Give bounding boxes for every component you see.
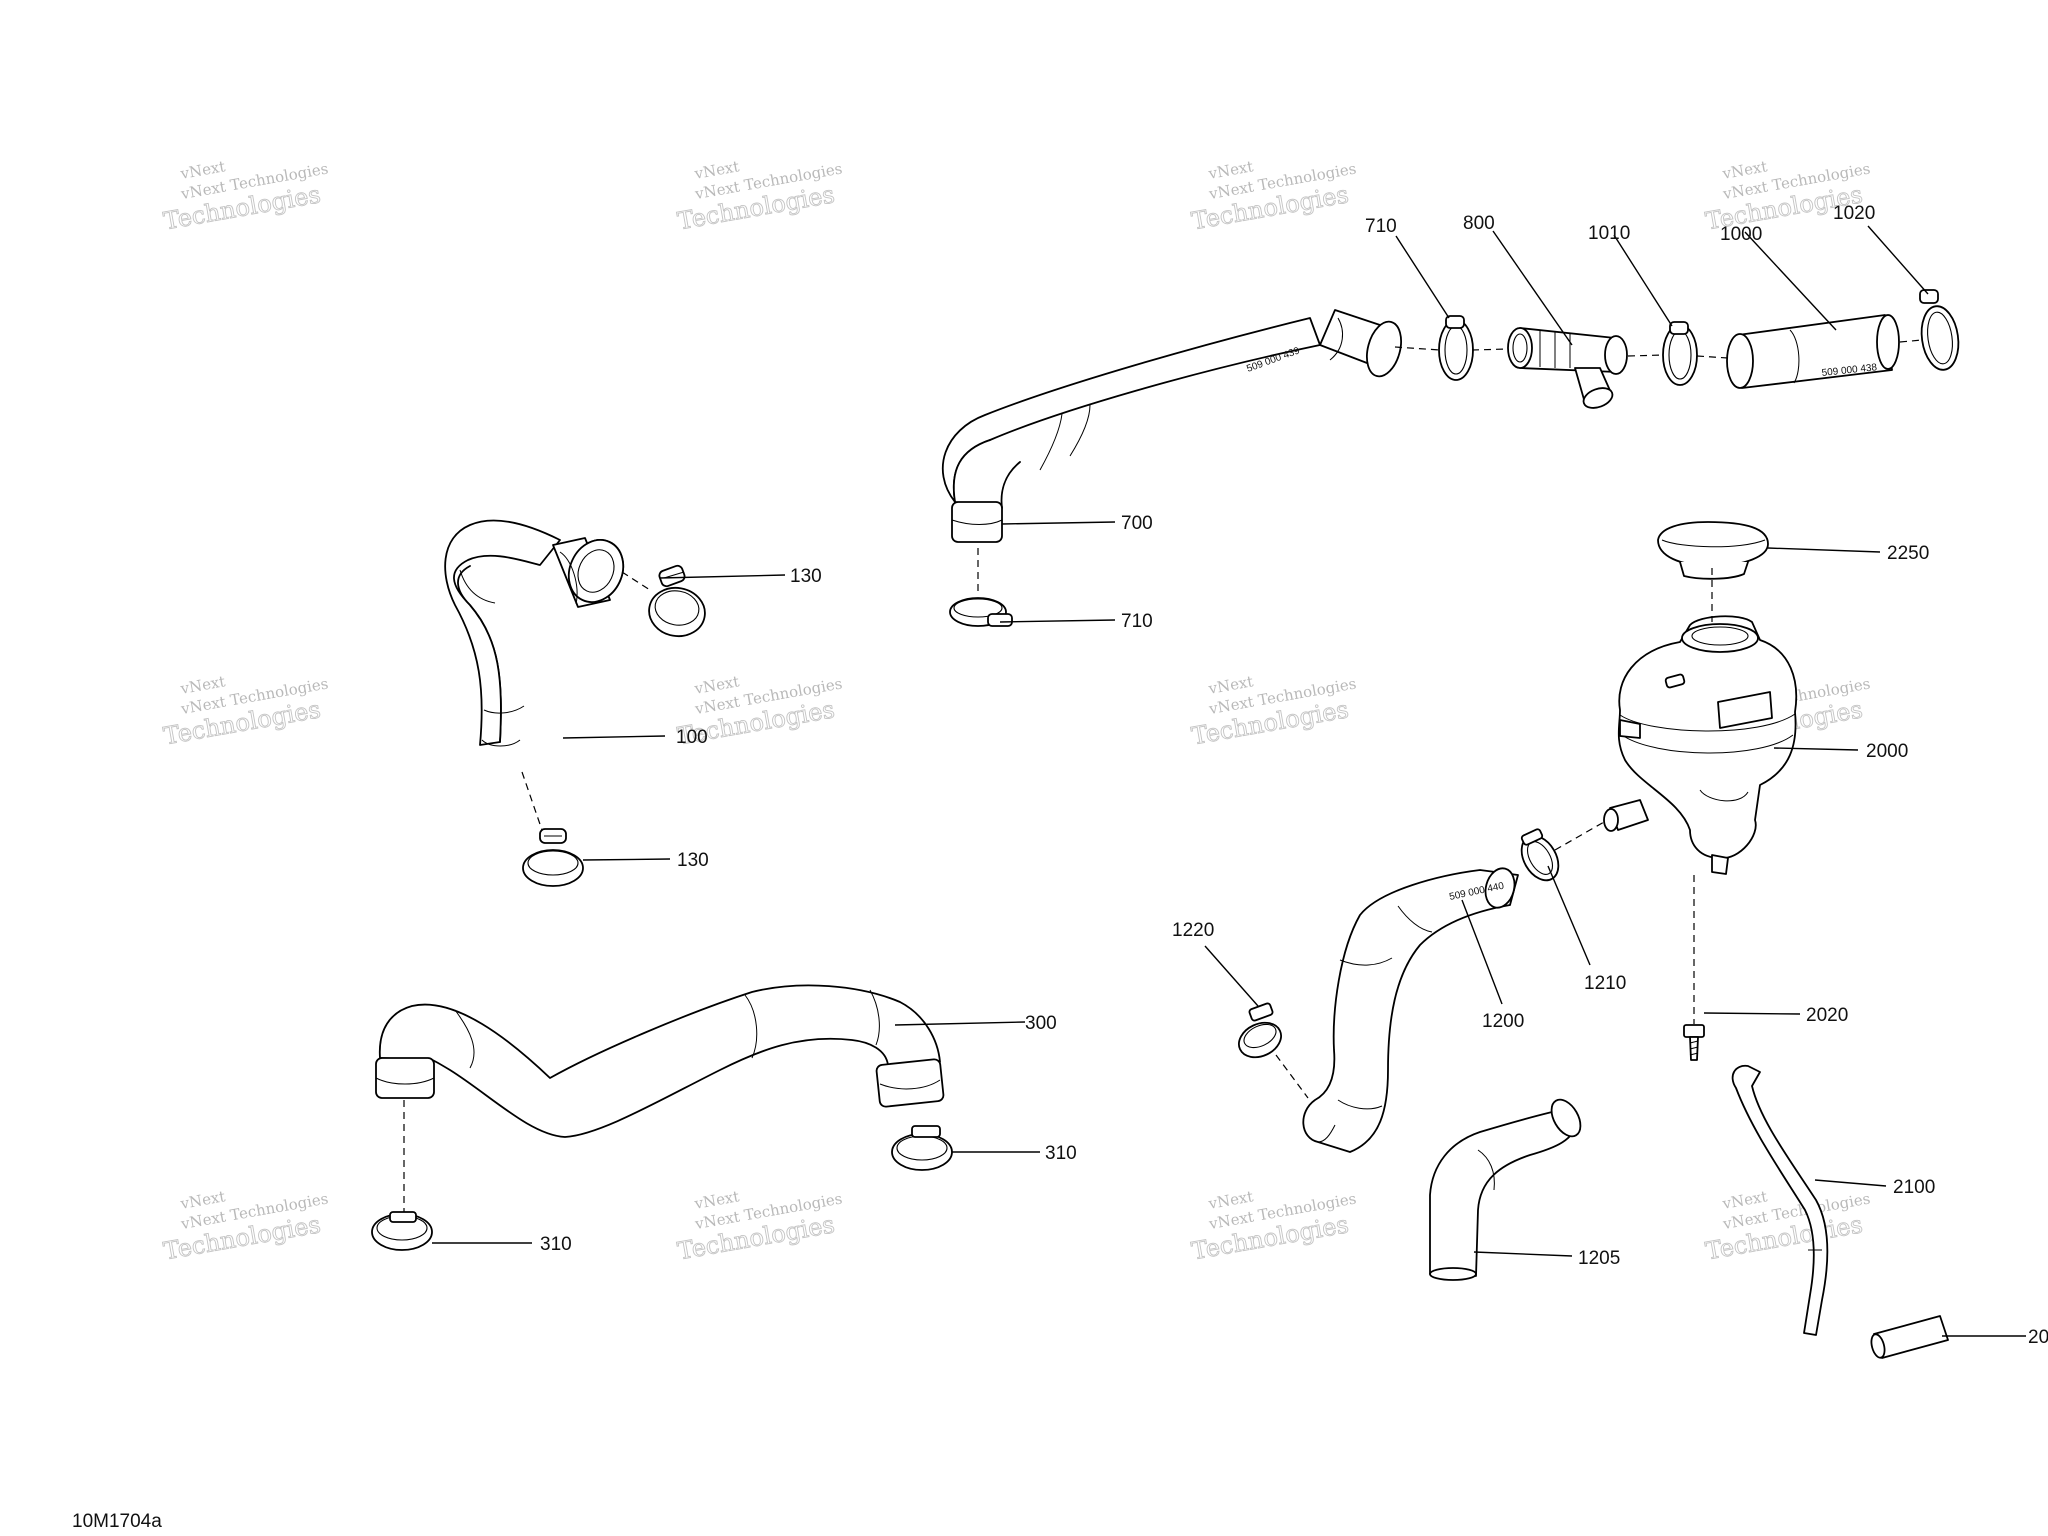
sleeve-part-2010 bbox=[1870, 1315, 1949, 1359]
clamp-part-1010 bbox=[1662, 321, 1698, 386]
callout-300: 300 bbox=[1025, 1013, 1057, 1034]
screw-part-2020 bbox=[1683, 1024, 1705, 1061]
clamp-part-1020 bbox=[1919, 289, 1960, 371]
callout-1000: 1000 bbox=[1720, 224, 1762, 245]
clamp-part-1220 bbox=[1238, 1002, 1282, 1059]
assembly-centerlines bbox=[403, 339, 1923, 1212]
callout-2100: 2100 bbox=[1893, 1177, 1935, 1198]
callout-130-upper: 130 bbox=[790, 566, 822, 587]
callout-1020: 1020 bbox=[1833, 203, 1875, 224]
hose-part-1200: 509 000 440 bbox=[1302, 867, 1519, 1153]
callout-1010: 1010 bbox=[1588, 223, 1630, 244]
callout-1205: 1205 bbox=[1578, 1248, 1620, 1269]
callout-2250: 2250 bbox=[1887, 543, 1929, 564]
callout-100: 100 bbox=[676, 727, 708, 748]
diagram-reference-code: 10M1704a bbox=[72, 1511, 162, 1532]
leader-lines bbox=[432, 225, 2026, 1337]
callout-1220: 1220 bbox=[1172, 920, 1214, 941]
callout-310-left: 310 bbox=[540, 1234, 572, 1255]
watermark-tile: vNext vNext Technologies Technologies bbox=[1189, 157, 1358, 236]
watermark-tile: vNext vNext Technologies Technologies bbox=[1703, 1187, 1872, 1266]
callout-1200: 1200 bbox=[1482, 1011, 1524, 1032]
callout-710-lower: 710 bbox=[1121, 611, 1153, 632]
callout-130-lower: 130 bbox=[677, 850, 709, 871]
hose-part-300 bbox=[375, 984, 945, 1138]
watermark-tile: vNext vNext Technologies Technologies bbox=[1189, 1187, 1358, 1266]
callout-1210: 1210 bbox=[1584, 973, 1626, 994]
hose-part-100 bbox=[444, 519, 625, 747]
watermark-tile: vNext vNext Technologies Technologies bbox=[161, 672, 330, 751]
callout-2000: 2000 bbox=[1866, 741, 1908, 762]
watermark-tile: vNext vNext Technologies Technologies bbox=[675, 1187, 844, 1266]
hose-part-1000: 509 000 438 bbox=[1726, 314, 1900, 389]
callout-700: 700 bbox=[1121, 513, 1153, 534]
callout-800: 800 bbox=[1463, 213, 1495, 234]
hose-part-700: 509 000 439 bbox=[941, 309, 1402, 543]
clamp-part-710-upper bbox=[1438, 315, 1474, 381]
watermark-tile: vNext vNext Technologies Technologies bbox=[161, 157, 330, 236]
callout-2020: 2020 bbox=[1806, 1005, 1848, 1026]
callout-labels: 130 100 130 300 310 310 700 710 710 800 … bbox=[540, 203, 2048, 1348]
tank-part-2000 bbox=[1603, 615, 1798, 875]
tee-fitting-part-800 bbox=[1507, 327, 1628, 409]
clamp-part-130-lower bbox=[522, 828, 584, 887]
clamp-part-130-upper bbox=[648, 564, 706, 638]
clamp-part-1210 bbox=[1520, 828, 1560, 882]
callout-710-upper: 710 bbox=[1365, 216, 1397, 237]
hose-part-2100 bbox=[1731, 1064, 1829, 1336]
watermark-tile: vNext vNext Technologies Technologies bbox=[161, 1187, 330, 1266]
clamp-part-710-lower bbox=[949, 597, 1013, 627]
cap-part-2250 bbox=[1657, 521, 1769, 580]
watermark-tile: vNext vNext Technologies Technologies bbox=[675, 157, 844, 236]
callout-310-right: 310 bbox=[1045, 1143, 1077, 1164]
hose-part-1205 bbox=[1429, 1098, 1582, 1281]
clamp-part-310-left bbox=[371, 1211, 433, 1251]
clamp-part-310-right bbox=[891, 1125, 953, 1171]
watermark-tile: vNext vNext Technologies Technologies bbox=[1189, 672, 1358, 751]
